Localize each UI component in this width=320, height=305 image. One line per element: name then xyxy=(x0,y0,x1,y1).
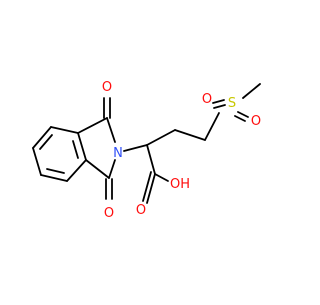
bond xyxy=(174,129,206,141)
bond-double-inner xyxy=(39,134,53,150)
bond xyxy=(146,173,156,204)
imide-ring xyxy=(77,97,116,200)
bond xyxy=(85,159,110,179)
bond-double-inner xyxy=(46,168,65,174)
atom-o-top: O xyxy=(102,80,112,95)
atom-o-bottom: O xyxy=(104,206,114,221)
atom-o-sulfone-1: O xyxy=(202,92,212,107)
bond xyxy=(50,126,79,134)
bond xyxy=(146,144,156,175)
bond xyxy=(66,159,87,182)
atom-s: S xyxy=(228,96,236,111)
bond xyxy=(77,117,108,134)
bond-sulfonyl xyxy=(234,115,246,122)
benzene-ring xyxy=(32,126,87,182)
bond-sulfonyl xyxy=(213,104,226,109)
bond xyxy=(106,117,116,143)
side-chain xyxy=(123,83,261,152)
bond xyxy=(77,132,87,161)
bond xyxy=(142,171,152,202)
bond xyxy=(40,174,68,182)
bond xyxy=(32,126,52,149)
bond-sulfonyl xyxy=(237,111,249,118)
bond xyxy=(32,147,42,176)
bond-sulfonyl xyxy=(212,99,225,104)
bond xyxy=(146,129,176,146)
bond-double-inner xyxy=(72,140,79,159)
bond xyxy=(204,112,220,141)
bond xyxy=(123,144,148,152)
molecule-svg: O O N S O O O OH xyxy=(32,80,261,221)
atom-n: N xyxy=(113,146,123,161)
bond xyxy=(108,159,116,179)
atom-o-acid: O xyxy=(136,203,146,218)
carboxylic-acid xyxy=(142,144,169,204)
structure-diagram: O O N S O O O OH xyxy=(32,80,261,221)
bond xyxy=(154,173,169,182)
bond xyxy=(242,83,261,99)
atom-o-sulfone-2: O xyxy=(251,114,261,129)
atom-oh-acid: OH xyxy=(170,177,190,192)
